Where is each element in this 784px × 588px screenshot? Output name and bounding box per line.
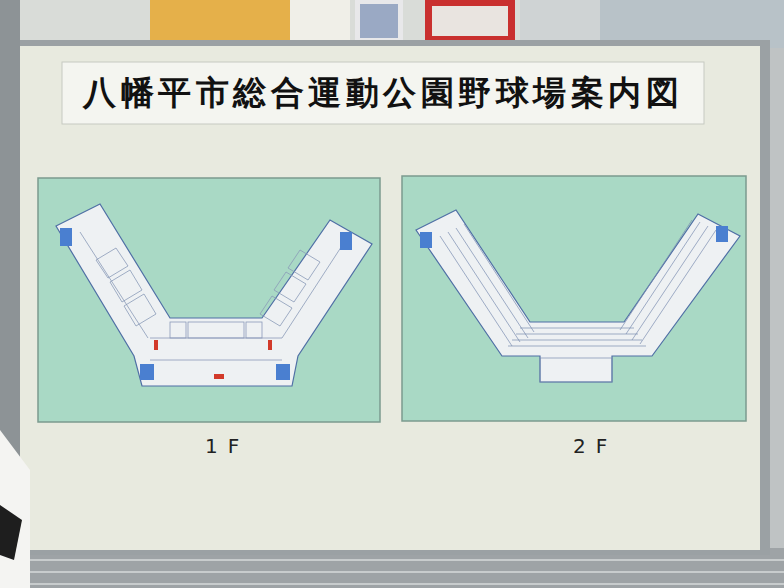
sign-title: 八幡平市総合運動公園野球場案内図 [83, 73, 683, 113]
floor-label: 2F [573, 434, 617, 458]
floor-label: 1F [205, 434, 249, 458]
